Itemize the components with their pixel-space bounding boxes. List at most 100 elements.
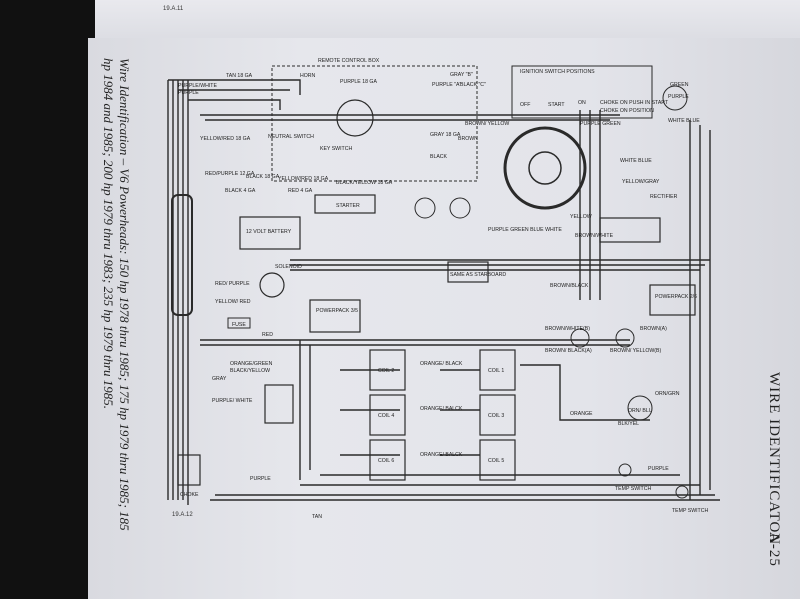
same-as-starboard-upper [447, 261, 489, 283]
lbl-same-as-1: SAME AS STARBOARD [450, 272, 506, 278]
coil-6 [369, 439, 406, 481]
connector-c [570, 328, 590, 348]
lbl-brown-white-b: BROWN/WHITE(B) [545, 326, 590, 332]
battery [239, 216, 301, 250]
lbl-purple-right: PURPLE [648, 466, 669, 472]
solenoid [259, 272, 285, 298]
lbl-pgbw: PURPLE GREEN BLUE WHITE [488, 227, 562, 233]
connector-d [615, 328, 635, 348]
key-switch [336, 99, 374, 137]
lbl-orange-black-1: ORANGE/ BLACK [420, 361, 463, 367]
lbl-brown-yellow: BROWN/ YELLOW [465, 121, 509, 127]
lbl-orange-balck-2: ORANGE/ BALCK [420, 452, 463, 458]
lbl-brown: BROWN [458, 136, 478, 142]
connector-e [627, 395, 653, 421]
lbl-black4: BLACK 4 GA [225, 188, 256, 194]
coil-5 [479, 439, 516, 481]
lbl-fuse: FUSE [232, 322, 246, 328]
lbl-neutral: NEUTRAL SWITCH [268, 134, 314, 140]
lbl-orange-green: ORANGE/GREEN [230, 361, 273, 367]
manual-page [88, 38, 800, 599]
lbl-tan: TAN [312, 514, 322, 520]
lbl-black-yellow18: BLACK/YELLOW 18 GA [336, 180, 393, 186]
lbl-ign-start: START [548, 102, 565, 108]
lbl-orange-balck-1: ORANGE/ BALCK [420, 406, 463, 412]
lbl-choke: CHOKE [180, 492, 199, 498]
lbl-yellow-red: YELLOW/ RED [215, 299, 251, 305]
lbl-purple-bottom: PURPLE [250, 476, 271, 482]
temp-switch-2 [675, 485, 689, 499]
lbl-yellow-gray: YELLOW/GRAY [622, 179, 660, 185]
lbl-yellow-red18: YELLOW/RED 18 GA [200, 136, 251, 142]
lbl-gray: GRAY [212, 376, 227, 382]
lbl-yellow-red18b: YELLOW/RED 18 GA [278, 176, 329, 182]
lbl-rectifier: RECTIFIER [650, 194, 678, 200]
lbl-key-switch: KEY SWITCH [320, 146, 352, 152]
lbl-purple-a: PURPLE "A" [432, 82, 462, 88]
lbl-temp-switch-1: TEMP SWITCH [615, 486, 651, 492]
lbl-temp-switch-2: TEMP SWITCH [672, 508, 708, 514]
lbl-coil6: COIL 6 [378, 458, 394, 464]
top-page-ref: 19.A.11 [163, 6, 184, 12]
lbl-purple-green: PURPLE GREEN [580, 121, 621, 127]
lbl-gray-b: GRAY "B" [450, 72, 473, 78]
lbl-ign-choke2: CHOKE ON POSITION [600, 108, 654, 114]
right-harness [689, 120, 711, 500]
lbl-red4: RED 4 GA [288, 188, 313, 194]
lbl-black: BLACK [430, 154, 448, 160]
same-as-starboard-lower [264, 384, 294, 424]
coil-1 [479, 349, 516, 391]
lbl-white-blue2: WHITE BLUE [668, 118, 700, 124]
lbl-blk-yel: BLK/YEL [618, 421, 639, 427]
powerpack-2-6 [649, 284, 696, 316]
lbl-purple-white2: PURPLE/ WHITE [212, 398, 253, 404]
lbl-ign-choke: CHOKE ON PUSH IN START [600, 100, 669, 106]
lbl-orn-blu: ORN/ BLU [628, 408, 653, 414]
ignition-switch-box [511, 65, 653, 119]
lbl-coil4: COIL 4 [378, 413, 394, 419]
lbl-tan18: TAN 18 GA [226, 73, 253, 79]
main-bus [290, 259, 710, 271]
lbl-horn: HORN [300, 73, 316, 79]
lbl-orn-grn: ORN/GRN [655, 391, 680, 397]
top-harness [168, 79, 301, 110]
lbl-coil2: COIL 2 [378, 368, 394, 374]
coil-4 [369, 394, 406, 436]
lbl-purple-white: PURPLE/WHITE [178, 83, 217, 89]
lbl-brown-a: BROWN(A) [640, 326, 667, 332]
choke [177, 454, 201, 486]
lbl-powerpack-35: POWERPACK 3/5 [316, 308, 358, 314]
lbl-solenoid: SOLENOID [275, 264, 302, 270]
powerpack-3-5 [309, 299, 361, 333]
lbl-red: RED [262, 332, 273, 338]
lbl-battery: 12 VOLT BATTERY [246, 229, 292, 235]
lbl-brown-black: BROWN/BLACK [550, 283, 589, 289]
lbl-green: GREEN [670, 82, 689, 88]
temp-switch-1 [618, 463, 632, 477]
lbl-coil5: COIL 5 [488, 458, 504, 464]
lbl-gray18: GRAY 18 GA [430, 132, 461, 138]
lbl-brown-white: BROWN/WHITE [575, 233, 614, 239]
lbl-orange: ORANGE [570, 411, 593, 417]
lbl-green-purple: PURPLE [668, 94, 689, 100]
connector-a [414, 197, 436, 219]
fuse [227, 317, 251, 329]
lbl-coil3: COIL 3 [488, 413, 504, 419]
stator [503, 126, 587, 210]
coil-2 [369, 349, 406, 391]
harness-plug [171, 194, 193, 316]
bottom-ref: 19.A.12 [172, 512, 193, 518]
lbl-red-purple: RED/ PURPLE [215, 281, 250, 287]
connector-b [449, 197, 471, 219]
lbl-purple: PURPLE [178, 90, 199, 96]
rectifier [599, 217, 661, 243]
lbl-brown-yellow-b: BROWN/ YELLOW(B) [610, 348, 661, 354]
lbl-powerpack-26: POWERPACK 2/6 [655, 294, 697, 300]
lbl-ign-off: OFF [520, 102, 530, 108]
coil-3 [479, 394, 516, 436]
starter [314, 194, 376, 214]
lbl-brown-black-a: BROWN/ BLACK(A) [545, 348, 592, 354]
lbl-purple18: PURPLE 18 GA [340, 79, 377, 85]
lbl-ign-on: ON [578, 100, 586, 106]
